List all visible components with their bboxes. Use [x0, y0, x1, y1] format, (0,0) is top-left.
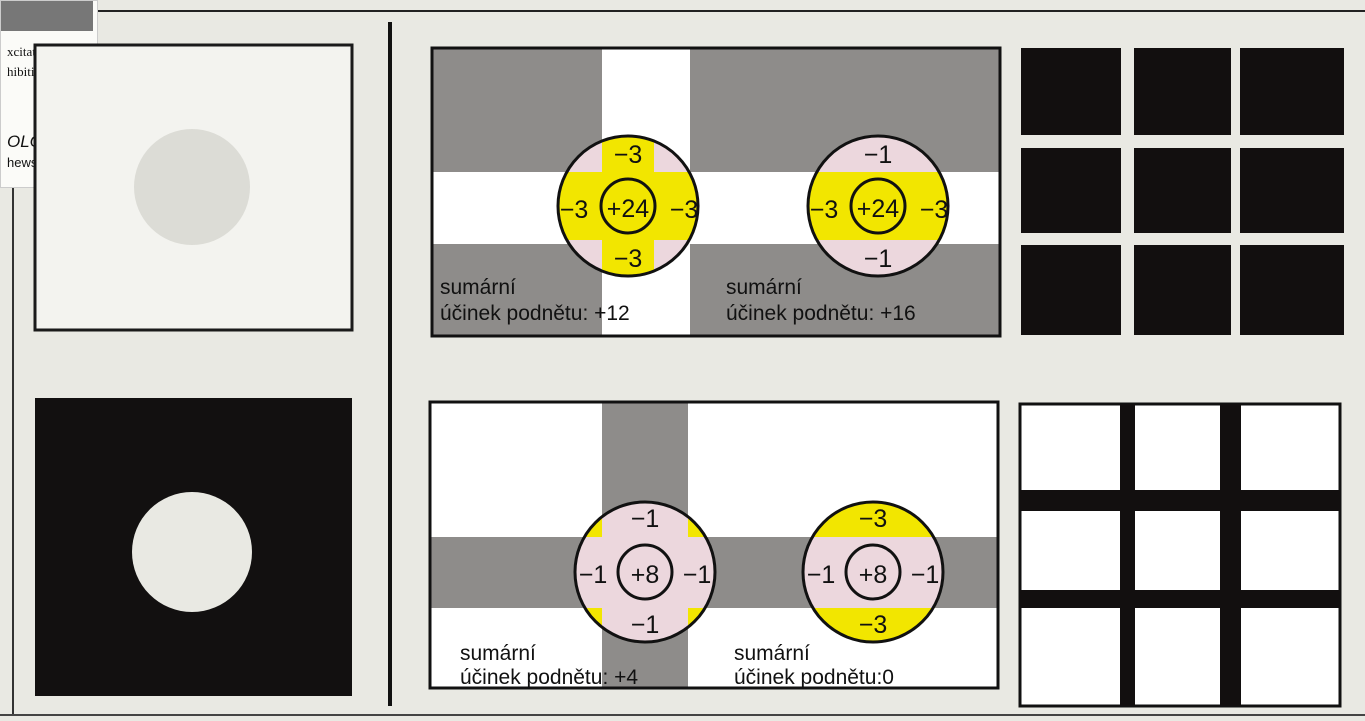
rf1-left-label: −3: [560, 196, 589, 224]
hermann-grid-light-squares: [1020, 404, 1340, 706]
rf1-bottom-label: −3: [614, 245, 643, 273]
panel1-caption-line-1: sumární: [440, 276, 516, 299]
panel3-caption-line-2: účinek podnětu: +4: [460, 666, 638, 689]
rf2-left-label: −3: [810, 196, 839, 224]
rf3-left-label: −1: [579, 561, 608, 589]
rf4-bottom-label: −3: [859, 611, 888, 639]
rf3-bottom-label: −1: [631, 611, 660, 639]
rf3-right-label: −1: [683, 561, 712, 589]
panel4-caption-line-2: účinek podnětu:0: [734, 666, 894, 689]
panel2-caption-line-2: účinek podnětu: +16: [726, 302, 916, 325]
rf4-left-label: −1: [807, 561, 836, 589]
rf4-right-label: −1: [911, 561, 940, 589]
rf4-center-label: +8: [859, 561, 888, 589]
rf1-top-label: −3: [614, 141, 643, 169]
rf2-right-label: −3: [920, 196, 949, 224]
rf2-center-label: +24: [857, 195, 900, 223]
panel4-caption-line-1: sumární: [734, 642, 810, 665]
rf1-center-label: +24: [607, 195, 650, 223]
rf2-top-label: −1: [864, 141, 893, 169]
contrast-demo-dark: [35, 398, 352, 696]
rf4-top-label: −3: [859, 505, 888, 533]
rf1-right-label: −3: [670, 196, 699, 224]
panel2-caption-line-1: sumární: [726, 276, 802, 299]
rf3-center-label: +8: [631, 561, 660, 589]
rf2-bottom-label: −1: [864, 245, 893, 273]
rf3-top-label: −1: [631, 505, 660, 533]
panel3-caption-line-1: sumární: [460, 642, 536, 665]
panel1-caption-line-2: účinek podnětu: +12: [440, 302, 630, 325]
hermann-grid-dark-squares: [1021, 48, 1344, 335]
contrast-demo-light: [35, 45, 352, 330]
